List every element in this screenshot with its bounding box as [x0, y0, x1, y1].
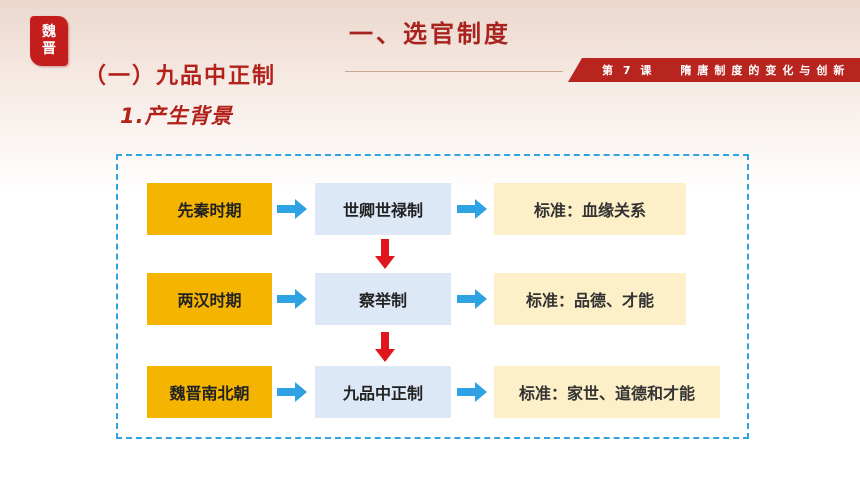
- arrow-right-icon: [457, 289, 487, 309]
- arrow-down-icon: [375, 239, 395, 269]
- header-divider: [345, 71, 563, 72]
- standard-box-family: 标准：家世、道德和才能: [494, 366, 720, 418]
- diagram-frame: [116, 154, 749, 439]
- arrow-right-icon: [277, 382, 307, 402]
- standard-box-bloodline: 标准：血缘关系: [494, 183, 686, 235]
- system-box-chaju: 察举制: [315, 273, 451, 325]
- arrow-right-icon: [277, 289, 307, 309]
- arrow-right-icon: [457, 382, 487, 402]
- standard-box-virtue: 标准：品德、才能: [494, 273, 686, 325]
- system-box-jiupin: 九品中正制: [315, 366, 451, 418]
- section-title: （一）九品中正制: [84, 64, 277, 89]
- lesson-name: 隋唐制度的变化与创新: [680, 64, 851, 77]
- page-title: 一、选官制度: [349, 20, 511, 48]
- period-box-weijin: 魏晋南北朝: [147, 366, 272, 418]
- arrow-down-icon: [375, 332, 395, 362]
- lesson-number: 第 7 课: [602, 64, 655, 77]
- period-box-han: 两汉时期: [147, 273, 272, 325]
- system-box-shiqing: 世卿世禄制: [315, 183, 451, 235]
- seal-char-wei: 魏: [42, 24, 56, 40]
- subheading: 1.产生背景: [120, 104, 233, 128]
- arrow-right-icon: [277, 199, 307, 219]
- seal-char-jin: 晋: [42, 41, 56, 57]
- period-box-pre-qin: 先秦时期: [147, 183, 272, 235]
- seal-stamp: 魏 晋: [30, 16, 68, 66]
- arrow-right-icon: [457, 199, 487, 219]
- lesson-tag: 第 7 课 隋唐制度的变化与创新: [568, 58, 860, 82]
